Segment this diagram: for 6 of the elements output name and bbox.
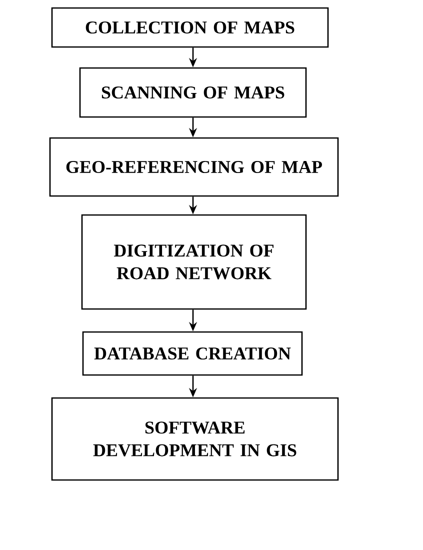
process-box: SOFTWARE DEVELOPMENT IN GIS <box>51 397 339 481</box>
process-box: COLLECTION OF MAPS <box>51 7 329 48</box>
process-box: DIGITIZATION OF ROAD NETWORK <box>81 214 307 310</box>
process-box: GEO-REFERENCING OF MAP <box>49 137 339 197</box>
process-box: SCANNING OF MAPS <box>79 67 307 118</box>
process-box: DATABASE CREATION <box>82 331 303 376</box>
